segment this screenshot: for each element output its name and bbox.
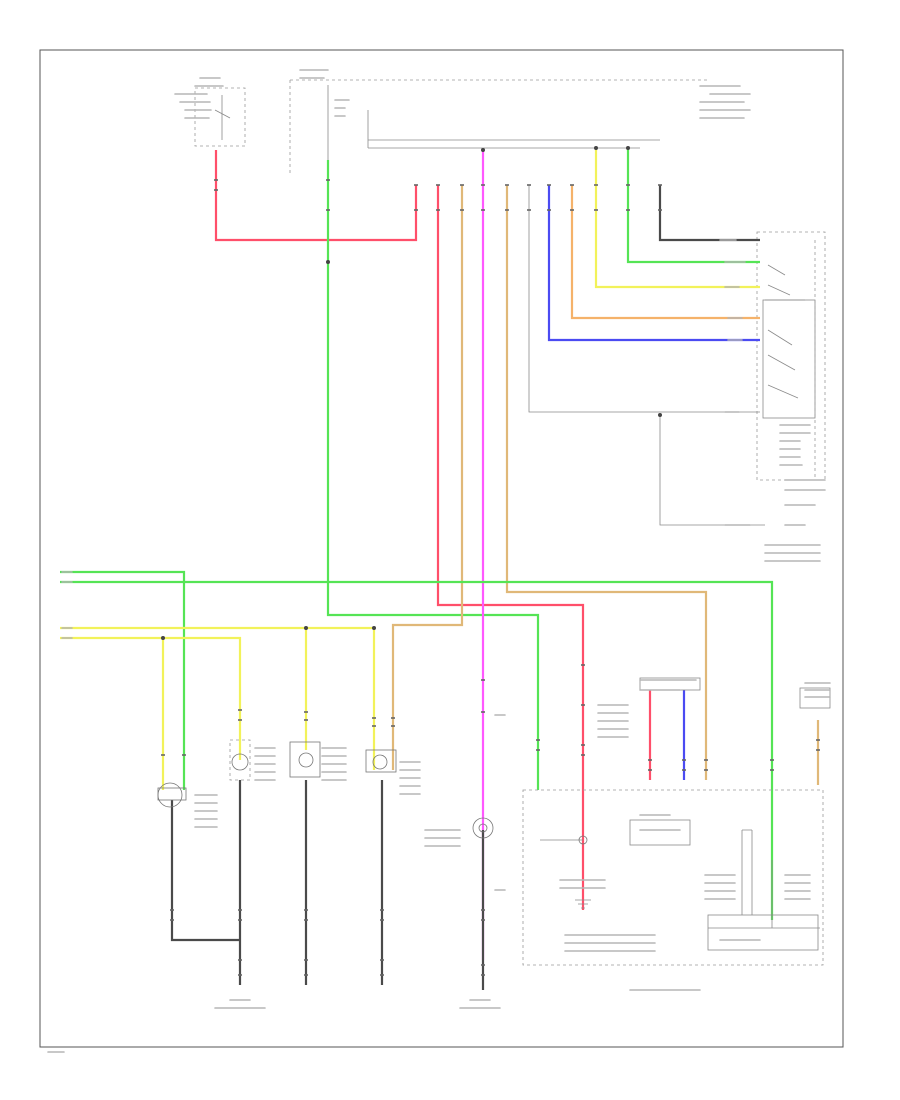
rear-lamp (472, 817, 494, 839)
wire-green-bus-a (60, 570, 186, 790)
wire-green-main (326, 160, 540, 790)
ground-switch-symbol (575, 835, 591, 909)
diagram-frame (39, 49, 844, 1048)
label-mark-group (47, 69, 831, 1053)
fog-lamp (289, 741, 321, 778)
splice-dot (161, 636, 165, 640)
wire-dark-to-switch (658, 185, 760, 242)
splice-dot (658, 413, 662, 417)
fuse-box-component (194, 87, 246, 147)
under-dash-fuse-block (289, 79, 710, 175)
wire-red-main (436, 185, 585, 910)
splice-dot (626, 146, 630, 150)
wire-blue (547, 185, 760, 342)
splice-dot (326, 260, 330, 264)
combination-switch-component (756, 231, 826, 481)
wire-yellow-to-switch (594, 148, 760, 289)
wire-tan-a (391, 185, 464, 770)
splice-dot (481, 148, 485, 152)
module-box-upper-right (639, 677, 831, 709)
combination-bus-line (367, 110, 660, 149)
wire-gray-return (659, 415, 765, 526)
wire-orange (570, 185, 760, 320)
wire-ground-a (170, 800, 240, 942)
front-turn-lamp (229, 739, 251, 781)
wire-green-bus-b (60, 580, 774, 920)
splice-dot (372, 626, 376, 630)
wire-gray-thin (528, 185, 760, 413)
splice-dot (304, 626, 308, 630)
wire-green-to-switch (626, 148, 760, 264)
wire-red-fuse-loop (214, 150, 418, 242)
side-marker-lamp (365, 749, 397, 773)
connector-group (161, 179, 820, 976)
body-control-module (522, 789, 824, 966)
splice-dot (594, 146, 598, 150)
splice-group (161, 146, 662, 640)
headlight-lamp (157, 782, 187, 808)
wire-tan-b (505, 185, 708, 780)
wire-yellow-bus-b (60, 636, 242, 760)
